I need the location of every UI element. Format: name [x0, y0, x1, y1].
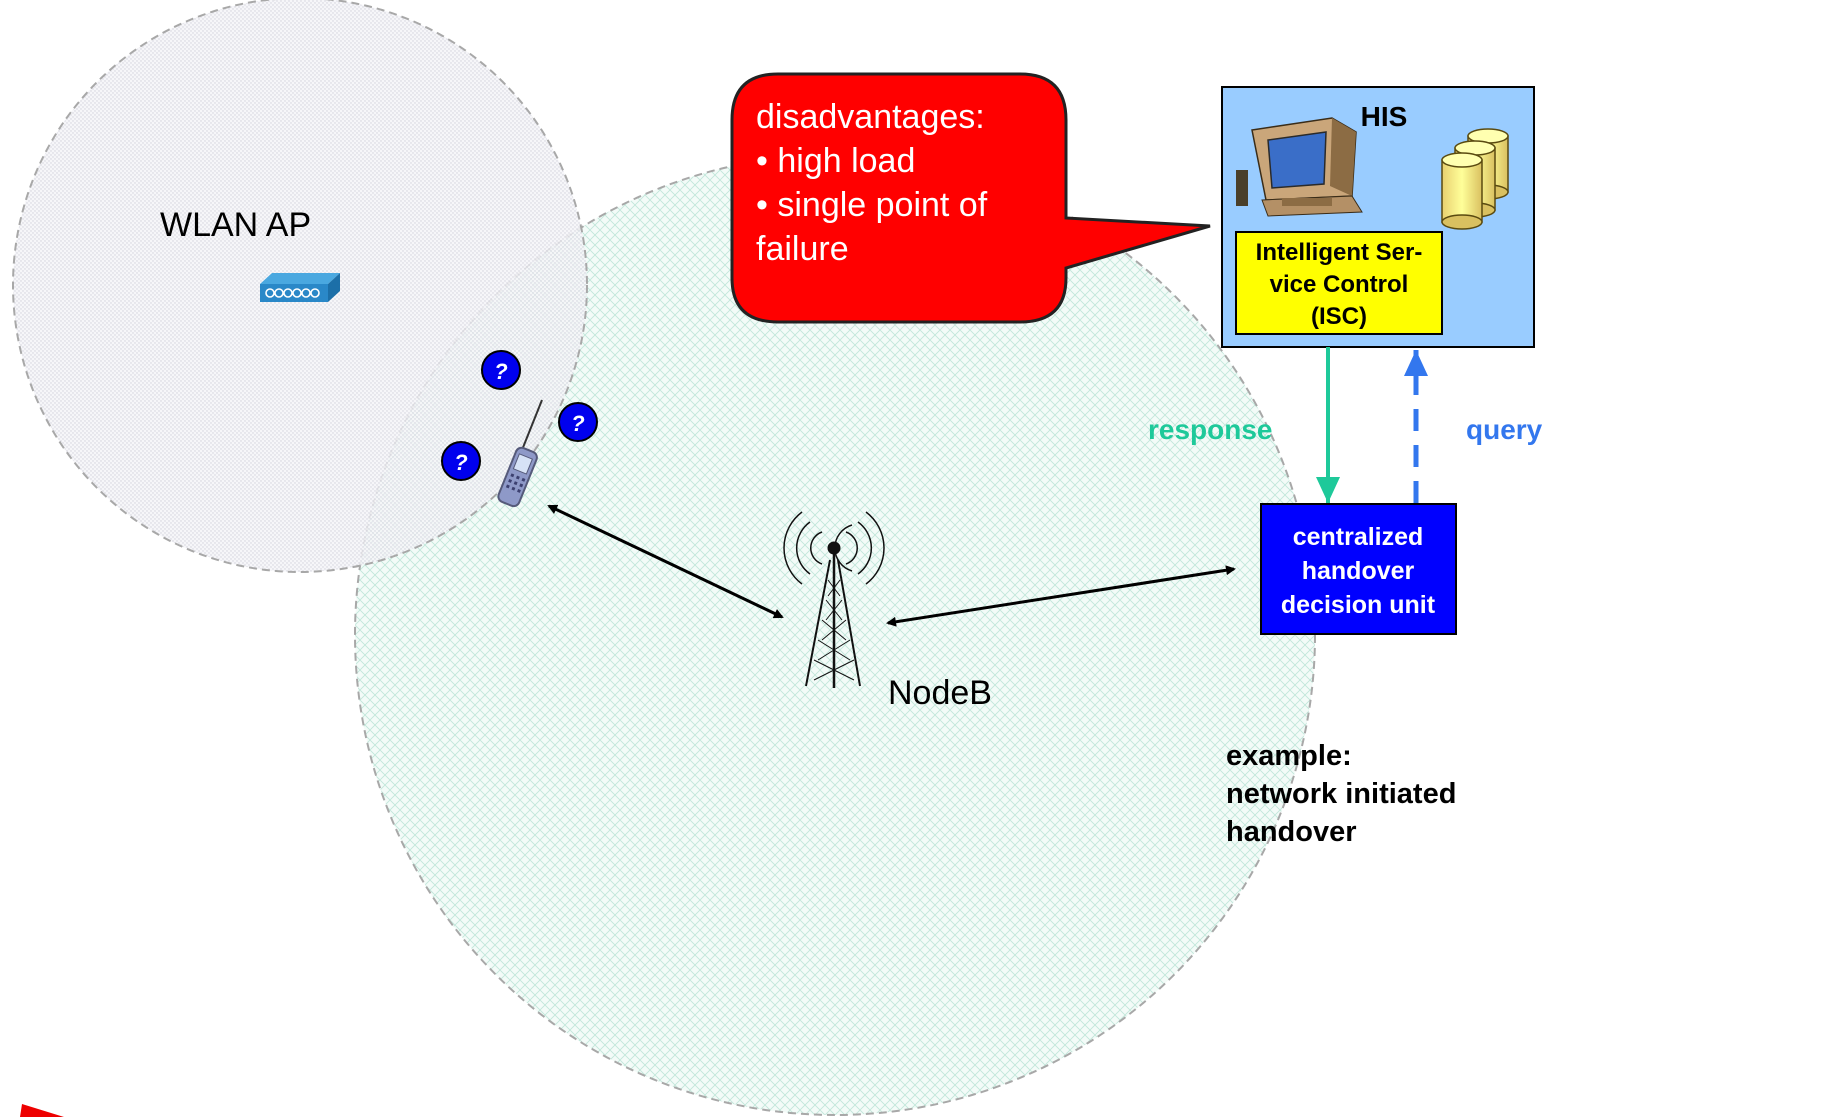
svg-text:?: ?: [454, 450, 467, 475]
callout-line: failure: [756, 230, 849, 268]
question-bubble-icon: ?: [558, 402, 598, 442]
example-note-line: example:: [1226, 740, 1352, 772]
decision-unit-label-line: decision unit: [1281, 591, 1436, 619]
computer-icon: [1236, 117, 1363, 217]
nodeb-decision-link-arrow: [886, 565, 1236, 627]
mobile-phone-icon: [497, 399, 543, 508]
question-bubble-icon: ?: [441, 441, 481, 481]
query-label: query: [1466, 414, 1543, 445]
svg-text:?: ?: [571, 411, 584, 436]
callout-line: • high load: [756, 142, 915, 180]
response-label: response: [1148, 414, 1273, 445]
svg-text:?: ?: [494, 359, 507, 384]
question-bubble-icon: ?: [481, 350, 521, 390]
his-box: HIS Intelligent Ser- vice Control (ISC): [1221, 86, 1535, 348]
wlan-ap-label: WLAN AP: [160, 206, 311, 244]
callout-title: disadvantages:: [756, 98, 985, 136]
red-corner-mark: [20, 1104, 64, 1117]
isc-label-line: Intelligent Ser-: [1256, 239, 1423, 266]
example-note-line: network initiated: [1226, 778, 1456, 810]
his-title: HIS: [1361, 101, 1408, 132]
access-point-icon: [260, 273, 340, 302]
disadvantages-callout: disadvantages: • high load • single poin…: [730, 72, 1211, 324]
phone-nodeb-link-arrow: [547, 504, 784, 619]
isc-label-line: vice Control: [1270, 271, 1409, 298]
decision-unit-label-line: handover: [1302, 557, 1415, 585]
decision-unit-box: centralized handover decision unit: [1260, 503, 1457, 635]
isc-box: [1235, 231, 1443, 335]
callout-line: • single point of: [756, 186, 988, 224]
decision-unit-label-line: centralized: [1293, 523, 1424, 551]
database-icon: [1441, 128, 1509, 230]
example-note-line: handover: [1226, 816, 1357, 848]
nodeb-label: NodeB: [888, 674, 992, 712]
cell-tower-icon: [783, 511, 885, 688]
isc-label-line: (ISC): [1311, 303, 1367, 330]
